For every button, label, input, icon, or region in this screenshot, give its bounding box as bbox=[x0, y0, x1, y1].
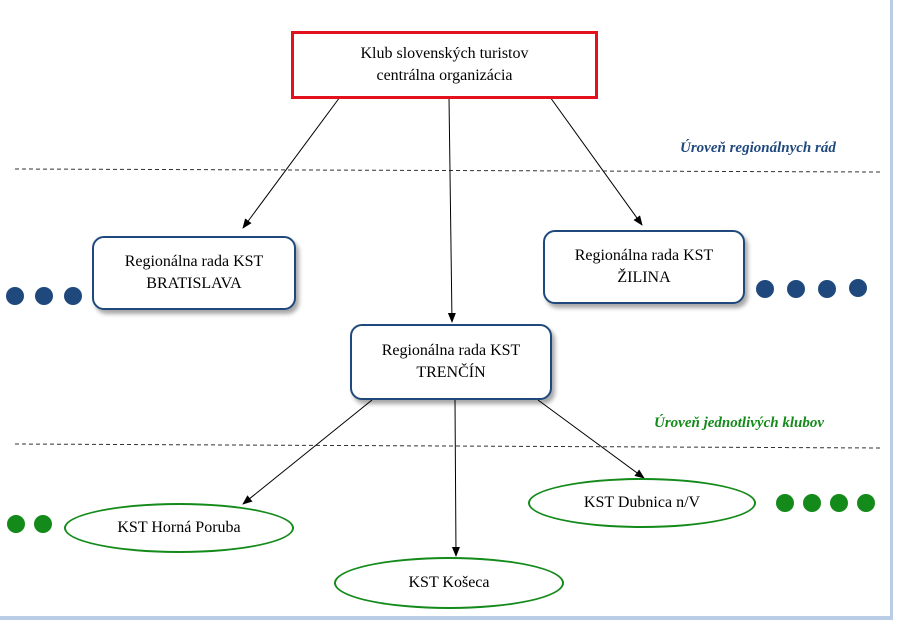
ellipsis-dot bbox=[34, 515, 52, 533]
region-zilina-line1: Regionálna rada KST bbox=[574, 247, 714, 264]
region-trencin-line2: TRENČÍN bbox=[416, 364, 486, 381]
arrow-trencin-to-horna-poruba bbox=[242, 399, 373, 505]
root-node-kst-central: Klub slovenských turistov centrálna orga… bbox=[291, 31, 598, 99]
root-node-line2: centrálna organizácia bbox=[376, 67, 513, 84]
region-node-trencin: Regionálna rada KST TRENČÍN bbox=[350, 324, 552, 400]
region-bratislava-line1: Regionálna rada KST bbox=[124, 253, 264, 270]
arrow-trencin-to-koseca bbox=[451, 399, 460, 557]
ellipsis-dot bbox=[64, 287, 82, 305]
regional-level-label: Úroveň regionálnych rád bbox=[680, 140, 836, 156]
region-node-zilina: Regionálna rada KST ŽILINA bbox=[543, 230, 745, 304]
ellipsis-dot bbox=[756, 280, 774, 298]
region-node-bratislava: Regionálna rada KST BRATISLAVA bbox=[92, 236, 296, 310]
ellipsis-dot bbox=[776, 494, 794, 512]
club-horna-poruba-label: KST Horná Poruba bbox=[117, 519, 241, 536]
arrow-trencin-to-dubnica bbox=[537, 399, 645, 479]
ellipsis-dot bbox=[7, 515, 25, 533]
ellipsis-dot bbox=[803, 494, 821, 512]
ellipsis-dot bbox=[849, 279, 867, 297]
ellipsis-dot bbox=[6, 287, 24, 305]
ellipsis-dot bbox=[787, 280, 805, 298]
club-level-label: Úroveň jednotlivých klubov bbox=[654, 415, 824, 431]
region-trencin-line1: Regionálna rada KST bbox=[381, 342, 521, 359]
arrow-root-to-trencin bbox=[447, 96, 456, 323]
arrow-root-to-bratislava bbox=[242, 96, 341, 229]
region-bratislava-line2: BRATISLAVA bbox=[146, 275, 242, 292]
club-node-horna-poruba: KST Horná Poruba bbox=[64, 503, 294, 553]
ellipsis-dot bbox=[35, 287, 53, 305]
club-node-koseca: KST Košeca bbox=[334, 557, 564, 609]
ellipsis-dot bbox=[830, 494, 848, 512]
regional-level-divider bbox=[14, 168, 881, 173]
club-dubnica-label: KST Dubnica n/V bbox=[583, 494, 701, 511]
ellipsis-dot bbox=[818, 280, 836, 298]
club-node-dubnica: KST Dubnica n/V bbox=[528, 478, 756, 528]
club-level-divider bbox=[14, 443, 881, 449]
region-zilina-line2: ŽILINA bbox=[617, 269, 671, 286]
root-node-line1: Klub slovenských turistov bbox=[360, 45, 529, 62]
club-koseca-label: KST Košeca bbox=[408, 574, 490, 591]
arrow-root-to-zilina bbox=[549, 96, 643, 226]
ellipsis-dot bbox=[857, 494, 875, 512]
